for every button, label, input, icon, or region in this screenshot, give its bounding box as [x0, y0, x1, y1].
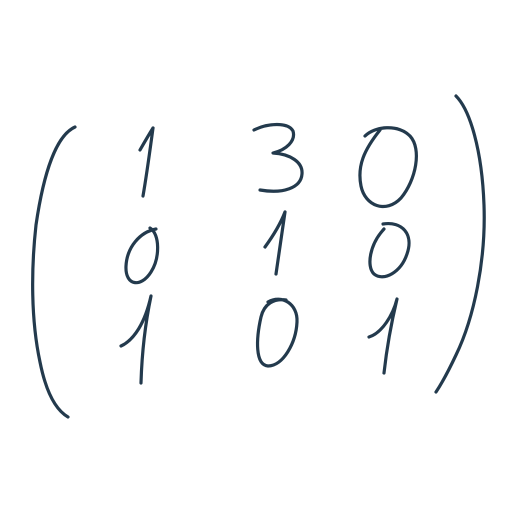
left-parenthesis [31, 125, 77, 419]
entry-r2-c1-glyph [124, 226, 160, 285]
entry-r1-c3-glyph [358, 126, 418, 209]
entry-r2-c3-glyph [368, 222, 411, 279]
entry-r2-c2-glyph [263, 210, 287, 276]
right-parenthesis [434, 94, 486, 394]
entry-r3-c3-glyph [367, 297, 399, 375]
entry-r1-c1-glyph [138, 126, 155, 198]
entry-r3-c2-glyph [255, 297, 299, 368]
entry-r1-c2-glyph [252, 122, 304, 193]
entry-r3-c1-glyph [119, 294, 153, 385]
